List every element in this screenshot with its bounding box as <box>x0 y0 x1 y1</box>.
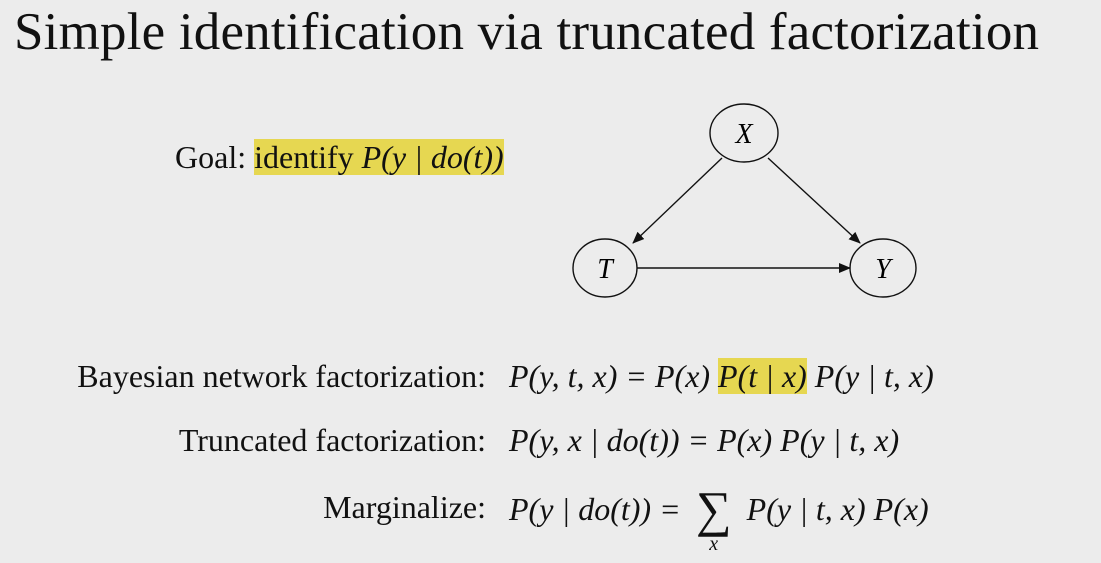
goal-highlight-text: identify <box>254 139 354 175</box>
equation-bayesian-highlight: P(t | x) <box>718 358 807 394</box>
node-y: Y <box>849 238 917 298</box>
equation-bayesian-math: P(y, t, x) = P(x) P(t | x) P(y | t, x) <box>509 358 934 395</box>
equation-marginalize-lhs: P(y | do(t)) = <box>509 491 681 527</box>
node-y-label: Y <box>875 254 894 285</box>
summation: ∑x <box>689 484 739 555</box>
goal-statement: Goal: identify P(y | do(t)) <box>175 139 504 176</box>
equation-bayesian-rhs: P(y | t, x) <box>814 358 934 394</box>
equation-truncated-math: P(y, x | do(t)) = P(x) P(y | t, x) <box>509 422 900 458</box>
equation-marginalize-label: Marginalize: <box>323 489 486 525</box>
equation-truncated-label: Truncated factorization: <box>178 422 486 458</box>
node-t: T <box>572 238 638 298</box>
node-x-label: X <box>734 119 753 150</box>
goal-highlight-math: P(y | do(t)) <box>361 139 504 175</box>
goal-label: Goal: <box>175 139 247 175</box>
edge-x-y <box>767 157 861 244</box>
equation-bayesian-lhs: P(y, t, x) = P(x) <box>509 358 711 394</box>
goal-highlight: identify P(y | do(t)) <box>254 139 504 175</box>
slide-title: Simple identification via truncated fact… <box>14 3 1040 61</box>
equation-bayesian-label: Bayesian network factorization: <box>77 358 486 394</box>
node-x: X <box>709 103 779 163</box>
edge-x-t <box>632 157 723 244</box>
equation-marginalize-rhs: P(y | t, x) P(x) <box>746 491 929 527</box>
node-t-label: T <box>597 254 615 285</box>
summation-subscript: x <box>709 533 719 555</box>
summation-symbol: ∑ <box>695 481 732 537</box>
equation-marginalize-math: P(y | do(t)) = ∑x P(y | t, x) P(x) <box>509 484 929 555</box>
